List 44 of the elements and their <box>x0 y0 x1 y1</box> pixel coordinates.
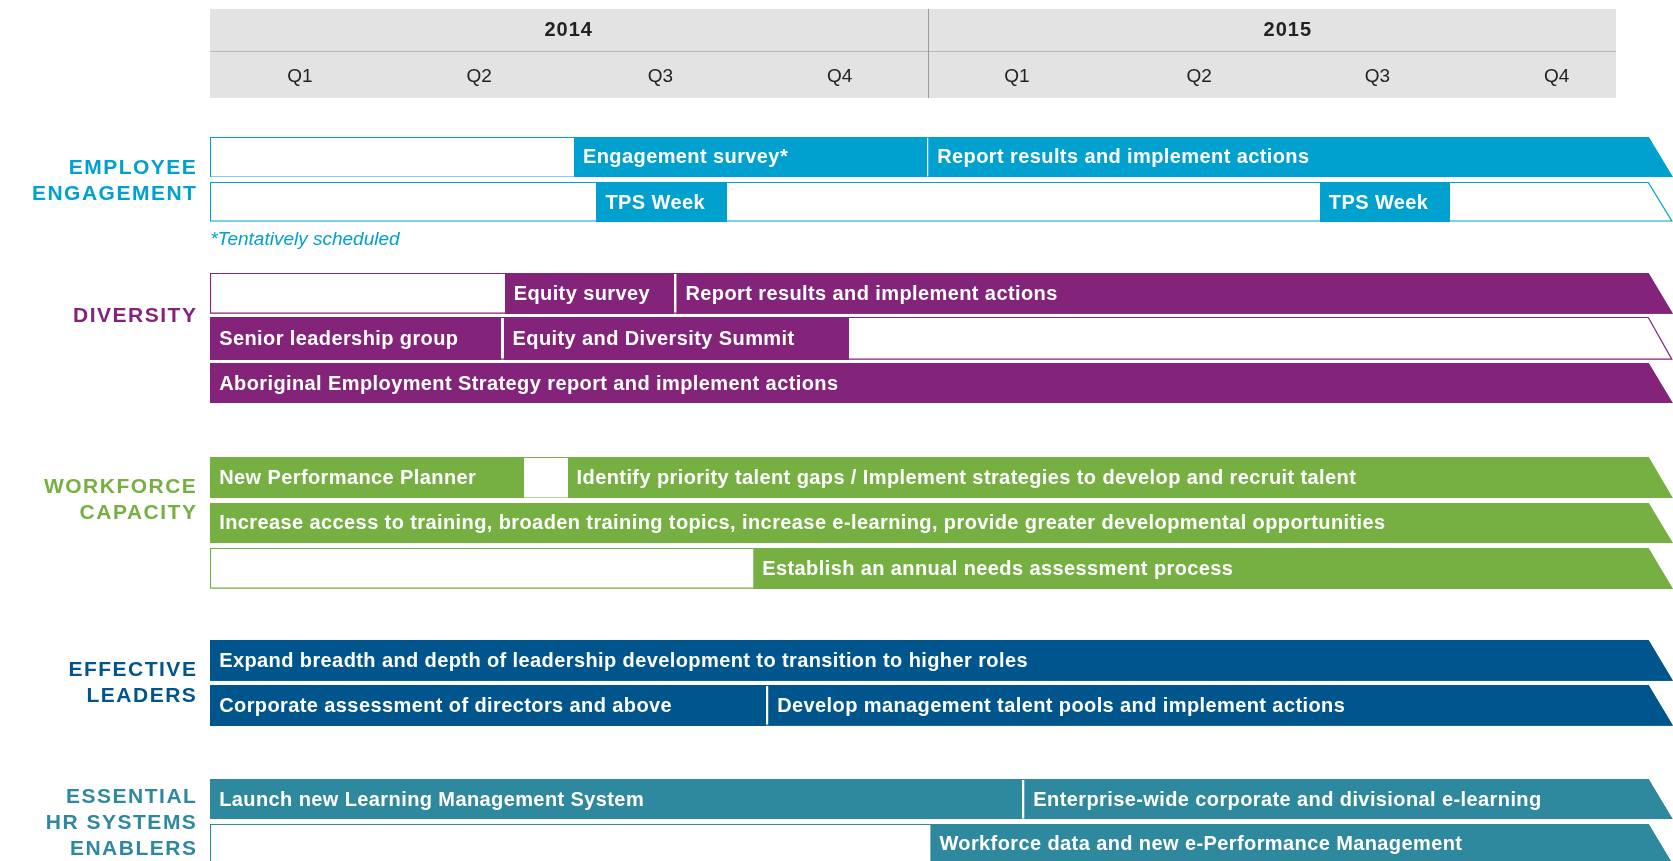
timeline-row <box>210 685 1673 726</box>
timeline-bar: Engagement survey* <box>574 136 928 178</box>
timeline-bar: Equity and Diversity Summit <box>503 316 850 360</box>
footnote: *Tentatively scheduled <box>210 228 400 250</box>
timeline-row <box>210 316 1673 360</box>
category-label: EMPLOYEE ENGAGEMENT <box>30 154 198 207</box>
timeline-bar: Report results and implement actions <box>676 273 1673 314</box>
timeline-bar: New Performance Planner <box>210 456 524 499</box>
timeline-bar: Report results and implement actions <box>928 136 1673 178</box>
timeline-bar: Corporate assessment of directors and above <box>210 685 767 726</box>
timeline-bar: Senior leadership group <box>210 316 502 360</box>
timeline-row <box>210 823 1673 861</box>
category-label: DIVERSITY <box>72 301 198 328</box>
year-label: 2014 <box>544 17 593 41</box>
timeline-bar: Identify priority talent gaps / Implement strategies to develop and recruit talent <box>567 456 1673 499</box>
timeline-row <box>210 456 1673 499</box>
timeline-bar: Expand breadth and depth of leadership development to transition to higher roles <box>210 640 1673 681</box>
quarter-label: Q2 <box>466 64 492 87</box>
timeline-bar: Aboriginal Employment Strategy report and implement actions <box>210 362 1673 404</box>
timeline-bar: Increase access to training, broaden training topics, increase e-learning, provide greater developmental opportunities <box>210 502 1673 544</box>
timeline-row <box>210 136 1673 178</box>
timeline-bar: Establish an annual needs assessment process <box>753 548 1673 589</box>
timeline-row <box>210 273 1673 314</box>
timeline-row <box>210 778 1673 820</box>
timeline-bar: Workforce data and new e-Performance Management <box>930 823 1673 861</box>
quarter-label: Q2 <box>1186 64 1212 87</box>
timeline-bar: Launch new Learning Management System <box>210 778 1023 820</box>
category-label: EFFECTIVE LEADERS <box>67 655 198 708</box>
category-label: WORKFORCE CAPACITY <box>42 473 198 526</box>
timeline-row <box>210 182 1673 222</box>
quarter-label: Q4 <box>1544 64 1570 87</box>
quarter-label: Q1 <box>1004 64 1030 87</box>
quarter-label: Q3 <box>647 64 674 87</box>
quarter-label: Q1 <box>287 64 313 87</box>
timeline-row <box>210 548 1673 589</box>
timeline-bar: TPS Week <box>596 182 727 222</box>
category-label: ESSENTIAL HR SYSTEMS ENABLERS <box>44 782 198 861</box>
quarter-label: Q3 <box>1364 64 1391 87</box>
timeline-bar: TPS Week <box>1319 182 1450 222</box>
quarter-label: Q4 <box>827 64 853 87</box>
timeline-bar: Equity survey <box>504 273 675 314</box>
timeline-bar: Develop management talent pools and implement actions <box>768 685 1673 726</box>
timeline-bar: Enterprise-wide corporate and divisional e-learning <box>1024 778 1673 820</box>
year-label: 2015 <box>1263 17 1313 41</box>
